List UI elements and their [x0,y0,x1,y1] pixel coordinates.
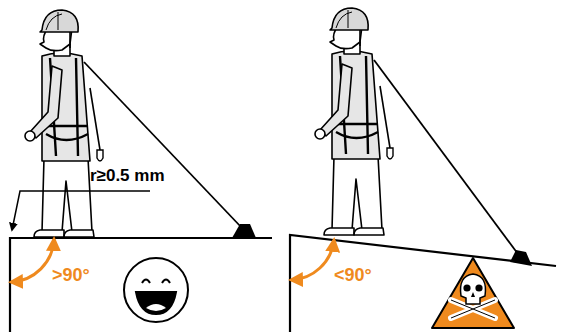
roof-edge [10,238,272,332]
smiley-icon [124,258,188,322]
angle-danger-label: <90° [334,266,372,286]
radius-dimension: r≥0.5 mm [90,167,165,186]
angle-ok-label: >90° [52,266,90,286]
roof-edge [290,235,556,332]
danger-skull-icon [432,258,514,328]
